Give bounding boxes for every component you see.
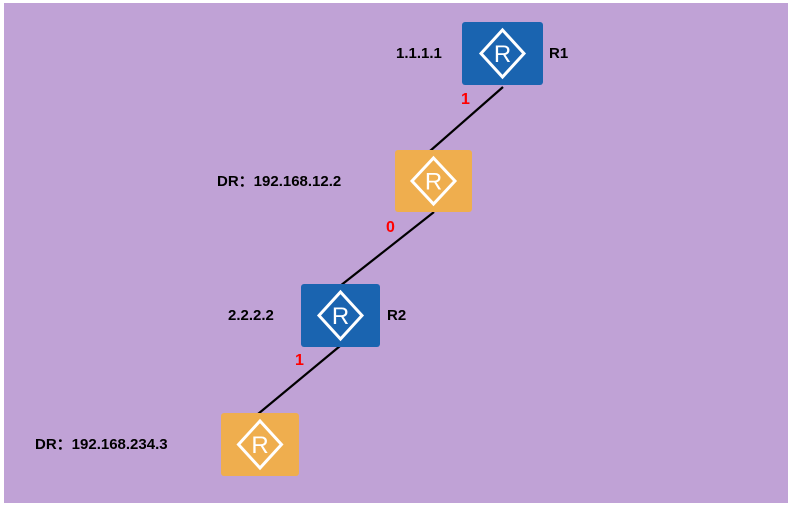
router-dr1[interactable]: R	[395, 150, 472, 212]
router-r1-ip: 1.1.1.1	[396, 45, 442, 62]
router-icon: R	[236, 418, 284, 471]
router-r1[interactable]: R	[462, 22, 543, 85]
router-dr2-label: DR：192.168.234.3	[35, 436, 168, 453]
link-r2-dr2	[257, 345, 341, 415]
cost-dr1-r2: 0	[386, 219, 395, 236]
svg-text:R: R	[332, 303, 349, 330]
router-r2-name: R2	[387, 307, 407, 324]
link-r1-dr1	[429, 86, 504, 152]
router-dr1-label: DR：192.168.12.2	[217, 173, 342, 190]
router-icon: R	[409, 155, 458, 207]
svg-text:R: R	[494, 41, 511, 68]
router-icon: R	[316, 289, 365, 342]
router-icon: R	[478, 27, 527, 80]
cost-r2-dr2: 1	[295, 352, 304, 369]
router-dr2[interactable]: R	[221, 413, 299, 476]
router-r2-ip: 2.2.2.2	[228, 307, 274, 324]
topology-canvas	[4, 3, 788, 503]
router-r1-name: R1	[549, 45, 569, 62]
link-dr1-r2	[339, 211, 435, 287]
svg-text:R: R	[425, 169, 442, 196]
cost-r1-dr1: 1	[461, 91, 470, 108]
svg-text:R: R	[251, 432, 268, 459]
router-r2[interactable]: R	[301, 284, 380, 347]
